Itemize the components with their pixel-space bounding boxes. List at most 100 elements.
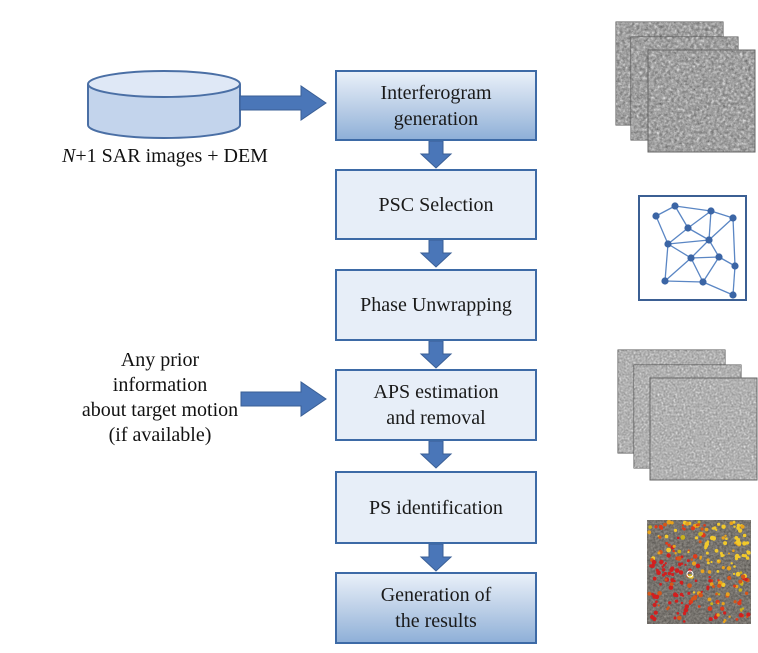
ps-point (678, 570, 684, 575)
ps-point (692, 554, 698, 559)
ps-point (713, 526, 717, 530)
ps-point (710, 602, 714, 606)
ps-point (674, 568, 680, 573)
ps-point (732, 520, 736, 524)
ps-point (652, 603, 657, 607)
ps-point (691, 561, 697, 566)
down-arrow-2 (419, 239, 453, 268)
ps-point (670, 521, 674, 525)
ps-point (739, 571, 743, 574)
ps-point (680, 582, 684, 585)
ps-point (722, 554, 725, 557)
ps-point (662, 563, 666, 567)
step-label: PSC Selection (378, 193, 494, 216)
prior-information-label: Any prior information about target motio… (60, 348, 260, 448)
step-label: Generation of (380, 584, 492, 606)
ps-point (675, 599, 679, 603)
ps-point (659, 559, 664, 565)
ps-point (733, 600, 737, 604)
sar-count-italic: N (62, 145, 76, 167)
ps-point (708, 617, 713, 622)
ps-point (664, 562, 667, 565)
ps-point (677, 615, 682, 621)
ps-point (658, 535, 662, 539)
ps-point (681, 527, 685, 530)
ps-point (652, 594, 657, 599)
ps-point (703, 524, 706, 527)
ps-point (657, 551, 661, 555)
ps-point (665, 541, 668, 545)
ps-point (698, 592, 703, 598)
ps-point (710, 560, 713, 564)
ps-point (709, 582, 714, 587)
ps-point (713, 615, 718, 620)
ps-point (690, 526, 696, 531)
step-label: PS identification (369, 496, 503, 519)
database-icon (87, 70, 241, 139)
ps-point (672, 544, 676, 548)
ps-point (697, 523, 701, 527)
ps-point (684, 604, 689, 609)
ps-point (728, 615, 731, 618)
ps-point (680, 535, 686, 540)
step-phase-unwrapping: Phase Unwrapping (335, 269, 537, 341)
ps-point (721, 524, 726, 529)
ps-point (676, 536, 680, 540)
ps-result-map-thumbnail (647, 520, 751, 624)
ps-point (656, 570, 661, 575)
sar-count-rest: +1 SAR images + DEM (75, 145, 268, 167)
ps-point (650, 614, 655, 620)
ps-point (739, 608, 743, 611)
ps-point (734, 553, 740, 559)
ps-point (664, 534, 669, 539)
ps-point (733, 584, 737, 588)
ps-point (672, 549, 675, 553)
ps-point (687, 551, 690, 554)
step-label: Interferogram (380, 81, 492, 104)
ps-point (668, 601, 672, 605)
ps-point (743, 554, 748, 558)
ps-point (666, 547, 671, 553)
prior-line: information (112, 374, 208, 396)
ps-point (730, 562, 733, 565)
ps-point (721, 536, 725, 540)
step-generation-of-results: Generation of the results (335, 572, 537, 644)
step-ps-identification: PS identification (335, 471, 537, 544)
ps-point (726, 566, 732, 571)
ps-point (738, 588, 743, 592)
ps-point (729, 521, 734, 525)
ps-point (737, 600, 742, 606)
prior-line: Any prior (120, 349, 200, 371)
ps-point (707, 597, 712, 602)
ps-point (706, 558, 710, 562)
step-label: APS estimation (373, 381, 499, 403)
ps-point (683, 607, 689, 613)
ps-point (694, 536, 699, 540)
ps-point (700, 527, 704, 531)
ps-point (695, 563, 701, 569)
ps-point (667, 606, 670, 609)
ps-point (720, 606, 725, 611)
ps-point (669, 582, 674, 586)
ps-point (744, 591, 749, 595)
ps-point (688, 599, 694, 604)
ps-point (663, 571, 668, 576)
ps-point (684, 563, 687, 566)
ps-point (652, 576, 657, 581)
ps-point (716, 613, 720, 617)
ps-point (698, 532, 703, 537)
ps-point (717, 559, 720, 562)
ps-point (655, 600, 658, 604)
ps-point (651, 559, 657, 565)
ps-point (738, 613, 744, 618)
prior-line: (if available) (108, 424, 212, 446)
down-arrow-1 (419, 140, 453, 169)
ps-point (671, 572, 675, 577)
ps-point (663, 522, 667, 527)
ps-point (716, 570, 720, 573)
sar-input-label: N+1 SAR images + DEM (20, 144, 310, 169)
ps-point (666, 553, 671, 558)
ps-point (724, 534, 727, 537)
ps-point (704, 527, 709, 532)
